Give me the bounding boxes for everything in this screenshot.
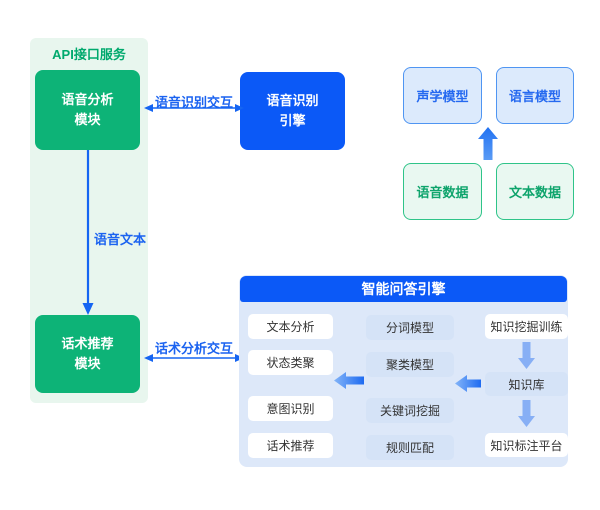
double-arrow-icon <box>144 354 244 362</box>
word-segmentation-model-node: 分词模型 <box>366 315 454 340</box>
up-arrow-icon <box>478 127 498 160</box>
down-arrow-icon <box>518 400 535 427</box>
keyword-mining-node: 关键词挖掘 <box>366 398 454 423</box>
qa-engine-title: 智能问答引擎 <box>240 276 567 302</box>
script-recommend-node: 话术推荐 <box>248 433 333 458</box>
left-arrow-icon <box>455 375 481 392</box>
language-model-node: 语言模型 <box>496 67 574 124</box>
speech-recognition-engine-node: 语音识别 引擎 <box>240 72 345 150</box>
rule-matching-node: 规则匹配 <box>366 435 454 460</box>
text-analysis-node: 文本分析 <box>248 314 333 339</box>
api-service-title: API接口服务 <box>52 47 126 62</box>
script-recommend-module-node: 话术推荐 模块 <box>35 315 140 393</box>
voice-recognition-interaction-label: 语音识别交互 <box>154 95 233 110</box>
down-arrow-icon <box>518 342 535 369</box>
script-analysis-interaction-label: 话术分析交互 <box>154 341 233 356</box>
knowledge-mining-training-node: 知识挖掘训练 <box>485 314 568 339</box>
intent-recognition-node: 意图识别 <box>248 396 333 421</box>
state-cluster-node: 状态类聚 <box>248 350 333 375</box>
voice-analysis-module-node: 语音分析 模块 <box>35 70 140 150</box>
voice-data-node: 语音数据 <box>403 163 482 220</box>
knowledge-annotation-platform-node: 知识标注平台 <box>485 433 568 457</box>
double-arrow-icon <box>144 104 244 112</box>
left-arrow-icon <box>334 372 364 389</box>
clustering-model-node: 聚类模型 <box>366 352 454 377</box>
text-data-node: 文本数据 <box>496 163 574 220</box>
acoustic-model-node: 声学模型 <box>403 67 482 124</box>
voice-text-label: 语音文本 <box>93 232 146 247</box>
down-arrow-connector-icon <box>82 150 94 315</box>
knowledge-base-node: 知识库 <box>485 372 568 396</box>
